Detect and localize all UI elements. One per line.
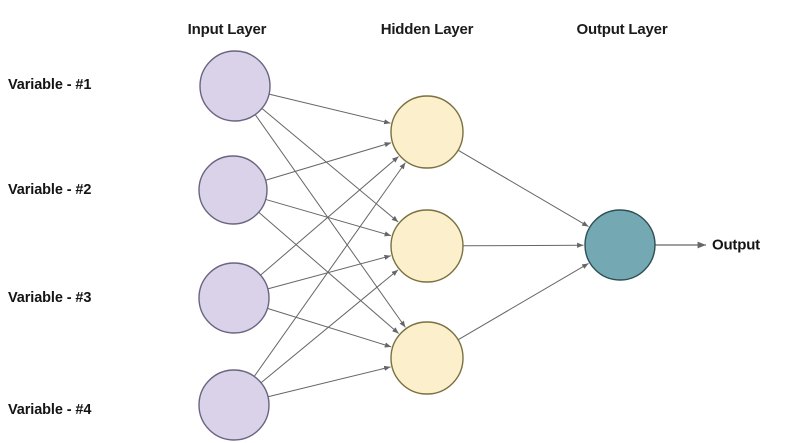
- output-label: Output: [712, 236, 760, 254]
- connection-hidden-output: [457, 263, 589, 341]
- connection-input-hidden: [267, 254, 391, 290]
- input-variable-label-2: Variable - #2: [8, 182, 92, 198]
- input-variable-label-3: Variable - #3: [8, 290, 92, 306]
- connection-hidden-output: [462, 242, 584, 248]
- connection-input-hidden: [268, 93, 391, 125]
- input-neuron-2[interactable]: [198, 155, 268, 225]
- connection-input-hidden: [260, 156, 399, 276]
- layer-title-input: Input Layer: [187, 21, 267, 38]
- connection-input-hidden: [265, 142, 392, 181]
- layer-title-output: Output Layer: [576, 21, 668, 38]
- connection-input-hidden: [267, 365, 391, 398]
- edge-group-input-to-hidden: [253, 93, 406, 398]
- input-variable-label-4: Variable - #4: [8, 402, 92, 418]
- connection-input-hidden: [260, 269, 399, 384]
- connection-hidden-output: [457, 149, 589, 227]
- node-group-hidden-layer: [390, 95, 464, 395]
- edge-group-hidden-to-output: [457, 149, 589, 341]
- connection-input-hidden: [267, 307, 392, 348]
- connection-input-hidden: [254, 114, 406, 328]
- input-neuron-1[interactable]: [199, 50, 271, 122]
- node-group-input-layer: [198, 50, 271, 441]
- hidden-neuron-2[interactable]: [390, 209, 464, 283]
- connection-input-hidden: [261, 108, 399, 223]
- input-neuron-4[interactable]: [198, 369, 270, 441]
- input-variable-label-1: Variable - #1: [8, 77, 92, 93]
- hidden-neuron-1[interactable]: [390, 95, 464, 169]
- layer-title-hidden: Hidden Layer: [380, 21, 474, 38]
- output-neuron-1[interactable]: [584, 209, 656, 281]
- input-neuron-3[interactable]: [198, 262, 270, 334]
- connection-input-hidden: [253, 162, 406, 377]
- node-group-output-layer: [584, 209, 656, 281]
- hidden-neuron-3[interactable]: [390, 321, 464, 395]
